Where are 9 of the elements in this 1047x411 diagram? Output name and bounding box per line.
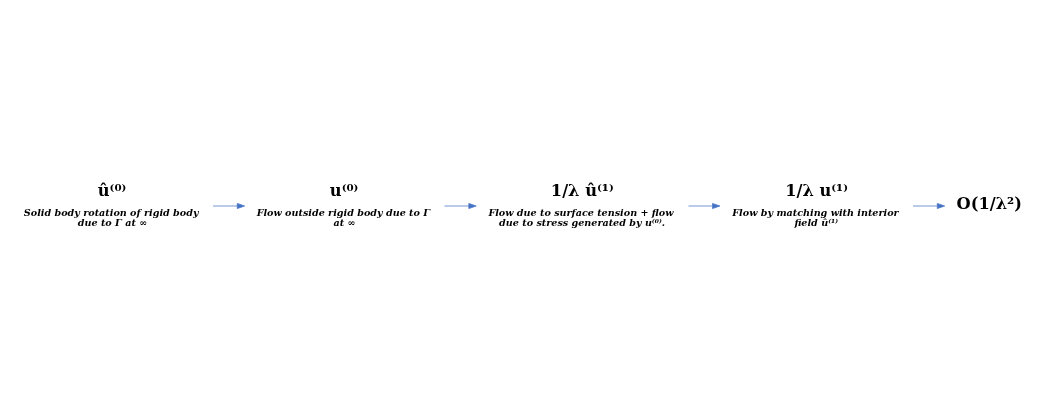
arrow [444,202,477,209]
node-text: 1/λ û⁽¹⁾ Flow due to surface tension + flow due to stress generated by u⁽⁰⁾. [488,180,674,228]
node-text: O(1/λ²) [956,193,1022,213]
arrow [912,202,946,209]
arrow [212,202,246,209]
node-text: u⁽⁰⁾ Flow outside rigid body due to Γ at ∞ [256,180,431,228]
node-text: û⁽⁰⁾ Solid body rotation of rigid body due to Γ at ∞ [23,180,199,228]
arrow [688,202,721,209]
node-text: 1/λ u⁽¹⁾ Flow by matching with interior field û⁽¹⁾ [732,180,899,228]
